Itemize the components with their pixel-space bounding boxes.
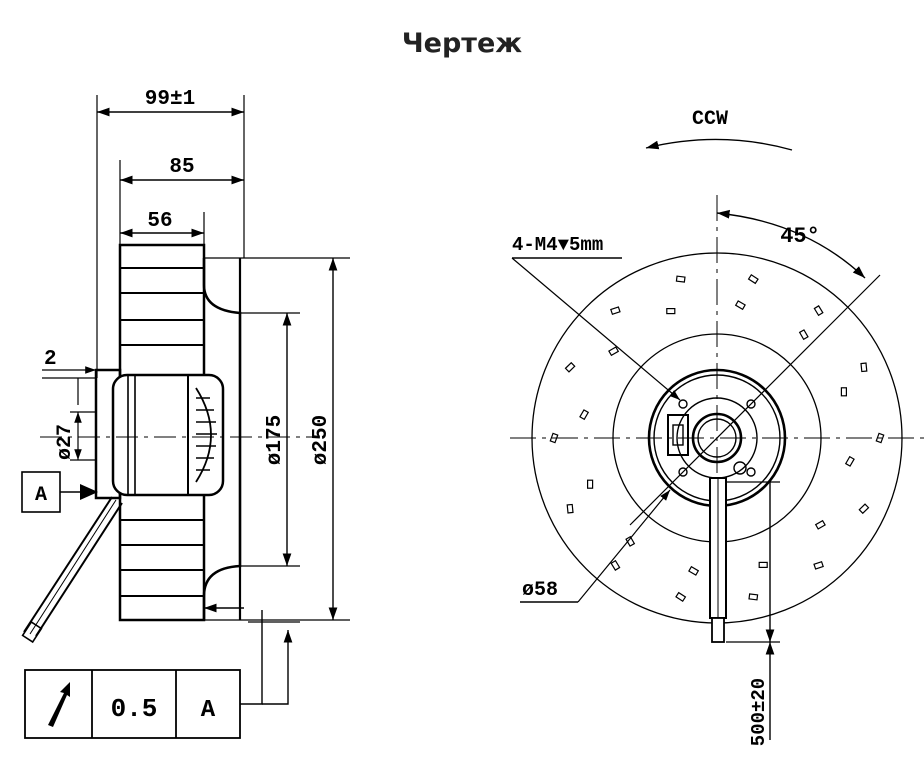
blade-slot [608,346,620,357]
blade-slot [798,329,809,341]
blade-slot [814,519,826,530]
blade-slot [748,593,759,601]
blade-slot [675,591,687,603]
tolerance-datum: A [201,697,216,724]
dim-d27-label: ø27 [54,424,77,460]
blade-slot [610,559,621,571]
angle-arc [716,209,866,279]
dim-56-label: 56 [147,210,172,233]
blade-slot [858,503,870,515]
dim-d175-label: ø175 [264,415,287,465]
blade-slot [844,455,855,467]
blade-slot [688,565,700,576]
blade-slot [734,300,746,311]
blade-slot [875,432,885,444]
holes-label: 4-M4▼5mm [512,234,603,256]
front-view: CCW 45° 4-M4▼5mm ø58 [510,108,924,746]
blade-slot [610,306,621,316]
blade-slot [747,273,759,285]
blade-slot [564,361,576,373]
page-title: Чертеж [401,28,523,59]
blade-slot [586,479,594,489]
blade-slot [758,561,768,569]
blade-slot [860,362,868,373]
angle-label: 45° [780,224,820,249]
dim-overall-label: 99±1 [145,88,195,111]
datum-label: A [35,484,47,507]
blade-slot [625,535,636,547]
motor-side-profile [94,368,225,500]
cable-front [709,477,727,643]
blade-slot [579,409,590,421]
dim-2-label: 2 [44,348,57,371]
blade-slot [566,503,574,514]
connector-block [667,414,689,456]
runout-arrow-icon [48,682,70,727]
dim-d58-label: ø58 [522,579,558,602]
blade-slot [549,432,559,444]
blade-slot [666,308,676,315]
cable-length-label: 500±20 [748,678,770,746]
dim-d250-label: ø250 [310,415,333,465]
blade-slots [549,273,885,603]
blade-slot [840,387,848,397]
blade-slot [675,275,686,283]
datum-triangle [80,484,98,500]
blade-slot [813,305,824,317]
tolerance-frame: 0.5 A [24,669,241,739]
angle-line [629,274,881,526]
dim-85-label: 85 [169,156,194,179]
ground-icon [733,461,747,475]
cable-side [21,496,123,644]
rotation-label: CCW [692,108,728,131]
blade-slot [813,560,824,570]
rotation-arrow [645,138,793,151]
tolerance-value: 0.5 [111,694,158,724]
side-view: 99±1 85 56 [21,88,350,739]
